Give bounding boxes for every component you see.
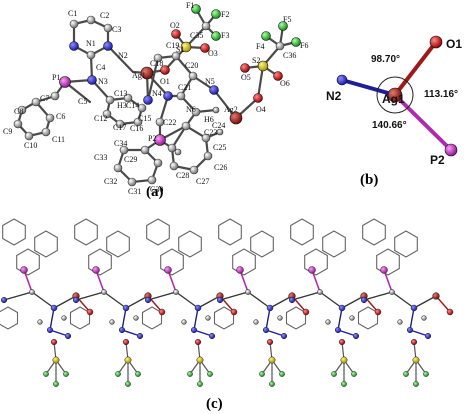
label-c7: C7 <box>40 94 49 103</box>
label-o3: O3 <box>208 49 218 58</box>
label-o5: O5 <box>241 73 251 82</box>
label-n5: N5 <box>205 77 215 86</box>
label-f6: F6 <box>300 41 308 50</box>
label-c19: C19 <box>166 41 179 50</box>
label-c4: C4 <box>96 63 105 72</box>
angle-arc <box>376 76 414 114</box>
label-f4: F4 <box>256 42 264 51</box>
label-c2: C2 <box>100 11 109 20</box>
label-c27: C27 <box>196 177 209 186</box>
panel-c-packing: (c) <box>0 218 454 412</box>
label-c17: C17 <box>113 123 126 132</box>
panel-c-label: (c) <box>206 396 223 412</box>
label-n4: N4 <box>152 89 162 98</box>
panel-c-bonds <box>0 218 451 384</box>
p2-label: P2 <box>430 153 445 167</box>
label-c33: C33 <box>94 153 107 162</box>
panel-a-structure: C1 C2 C3 C4 N1 N2 N3 P1 C7 C5 C8 C6 C9 C… <box>3 1 308 200</box>
label-n1: N1 <box>86 39 96 48</box>
panel-c-atoms <box>0 266 454 387</box>
label-h6: H6 <box>204 115 214 124</box>
label-n3: N3 <box>98 77 108 86</box>
label-c35: C35 <box>190 31 203 40</box>
n2-atom <box>336 74 348 86</box>
n2-label: N2 <box>326 89 342 103</box>
label-f5: F5 <box>283 15 291 24</box>
angle-o1-ag1-p2: 113.16° <box>424 89 458 100</box>
o1-label: O1 <box>446 37 462 51</box>
label-p2: P2 <box>148 134 156 143</box>
label-s1: S1 <box>176 45 184 54</box>
label-c8: C8 <box>14 107 23 116</box>
label-c5: C5 <box>78 97 87 106</box>
label-p1: P1 <box>52 73 60 82</box>
panel-b-label: (b) <box>360 172 378 188</box>
ag1-atom <box>387 87 403 103</box>
label-s2: S2 <box>252 56 260 65</box>
label-f1: F1 <box>186 1 194 10</box>
label-c10: C10 <box>24 141 37 150</box>
angle-n2-ag1-p2: 140.66° <box>372 120 407 131</box>
label-c22: C22 <box>163 118 176 127</box>
label-c13: C13 <box>114 89 127 98</box>
label-h3: H3 <box>117 101 127 110</box>
label-o2: O2 <box>170 21 180 30</box>
label-c34: C34 <box>114 139 127 148</box>
label-c15: C15 <box>138 114 151 123</box>
panel-a-labels: C1 C2 C3 C4 N1 N2 N3 P1 C7 C5 C8 C6 C9 C… <box>3 1 308 196</box>
label-c20: C20 <box>185 61 198 70</box>
label-c3: C3 <box>112 25 121 34</box>
label-c12: C12 <box>94 114 107 123</box>
ag1-center-label: Ag1 <box>382 92 405 106</box>
p2-atom <box>444 143 458 157</box>
label-f3: F3 <box>221 31 229 40</box>
label-c1: C1 <box>68 9 77 18</box>
label-c16: C16 <box>130 124 143 133</box>
angle-n2-ag1-o1: 98.70° <box>371 54 400 65</box>
panel-a-label: (a) <box>146 184 164 200</box>
label-c36: C36 <box>283 51 296 60</box>
label-c28: C28 <box>176 171 189 180</box>
label-ag2: Ag2 <box>224 105 238 114</box>
label-c25: C25 <box>213 143 226 152</box>
label-c30: C30 <box>150 185 163 194</box>
label-c21: C21 <box>178 83 191 92</box>
label-n2: N2 <box>118 51 128 60</box>
label-c29: C29 <box>124 155 137 164</box>
label-c32: C32 <box>104 177 117 186</box>
o1-atom <box>429 35 443 49</box>
label-c18: C18 <box>150 59 163 68</box>
label-f2: F2 <box>221 10 229 19</box>
label-c31: C31 <box>128 187 141 196</box>
label-c24: C24 <box>212 121 225 130</box>
label-ag1: Ag1 <box>132 71 146 80</box>
label-c11: C11 <box>52 135 65 144</box>
label-o4: O4 <box>256 105 266 114</box>
label-o1: O1 <box>160 77 170 86</box>
panel-a-atoms <box>13 4 301 187</box>
label-o6: O6 <box>280 79 290 88</box>
label-c6: C6 <box>56 112 65 121</box>
label-n6: N6 <box>186 105 196 114</box>
label-c14: C14 <box>126 101 139 110</box>
label-c23: C23 <box>204 128 217 137</box>
panel-b-coordination: Ag1 N2 O1 P2 98.70° 113.16° 140.66° (b) <box>326 35 462 188</box>
label-c9: C9 <box>3 127 12 136</box>
label-c26: C26 <box>214 163 227 172</box>
